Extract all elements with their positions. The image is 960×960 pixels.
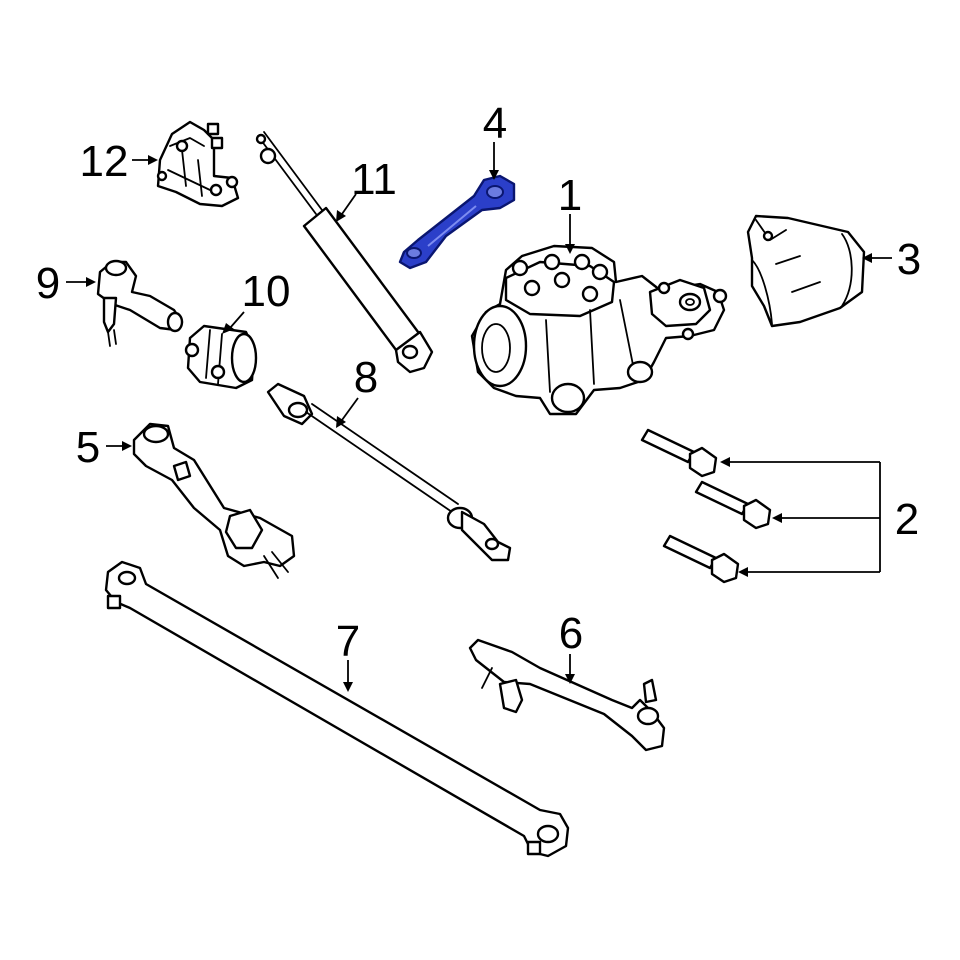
callout-4: 4 [483, 99, 507, 148]
part-1-steering-gear [470, 244, 728, 416]
part-9-tie-rod-end [96, 259, 184, 347]
callout-5: 5 [76, 423, 100, 472]
callout-labels: 1 2 3 4 5 6 7 8 9 10 11 12 [36, 99, 921, 666]
part-2-bolt-middle [694, 480, 772, 530]
callout-8: 8 [354, 353, 378, 402]
callout-10: 10 [242, 267, 291, 316]
callout-3: 3 [897, 235, 921, 284]
part-12-bracket [156, 120, 240, 208]
part-8-drag-link [266, 382, 512, 562]
callout-1: 1 [558, 171, 582, 220]
callout-7: 7 [336, 617, 360, 666]
callout-6: 6 [559, 609, 583, 658]
part-3-shield [746, 214, 866, 328]
part-10-adjusting-sleeve [184, 324, 258, 390]
callout-2: 2 [895, 495, 919, 544]
part-6-tie-rod [468, 638, 666, 752]
part-4-pitman-arm [398, 174, 516, 270]
part-2-bolt-lower [662, 534, 740, 584]
leader-lines [66, 142, 892, 692]
part-5-steering-arm [132, 422, 296, 579]
callout-9: 9 [36, 259, 60, 308]
callout-12: 12 [80, 137, 129, 186]
part-2-bolt-upper [640, 428, 718, 478]
callout-11: 11 [351, 155, 397, 204]
part-7-long-tie-rod [104, 560, 570, 858]
part-11-steering-damper [255, 131, 434, 374]
